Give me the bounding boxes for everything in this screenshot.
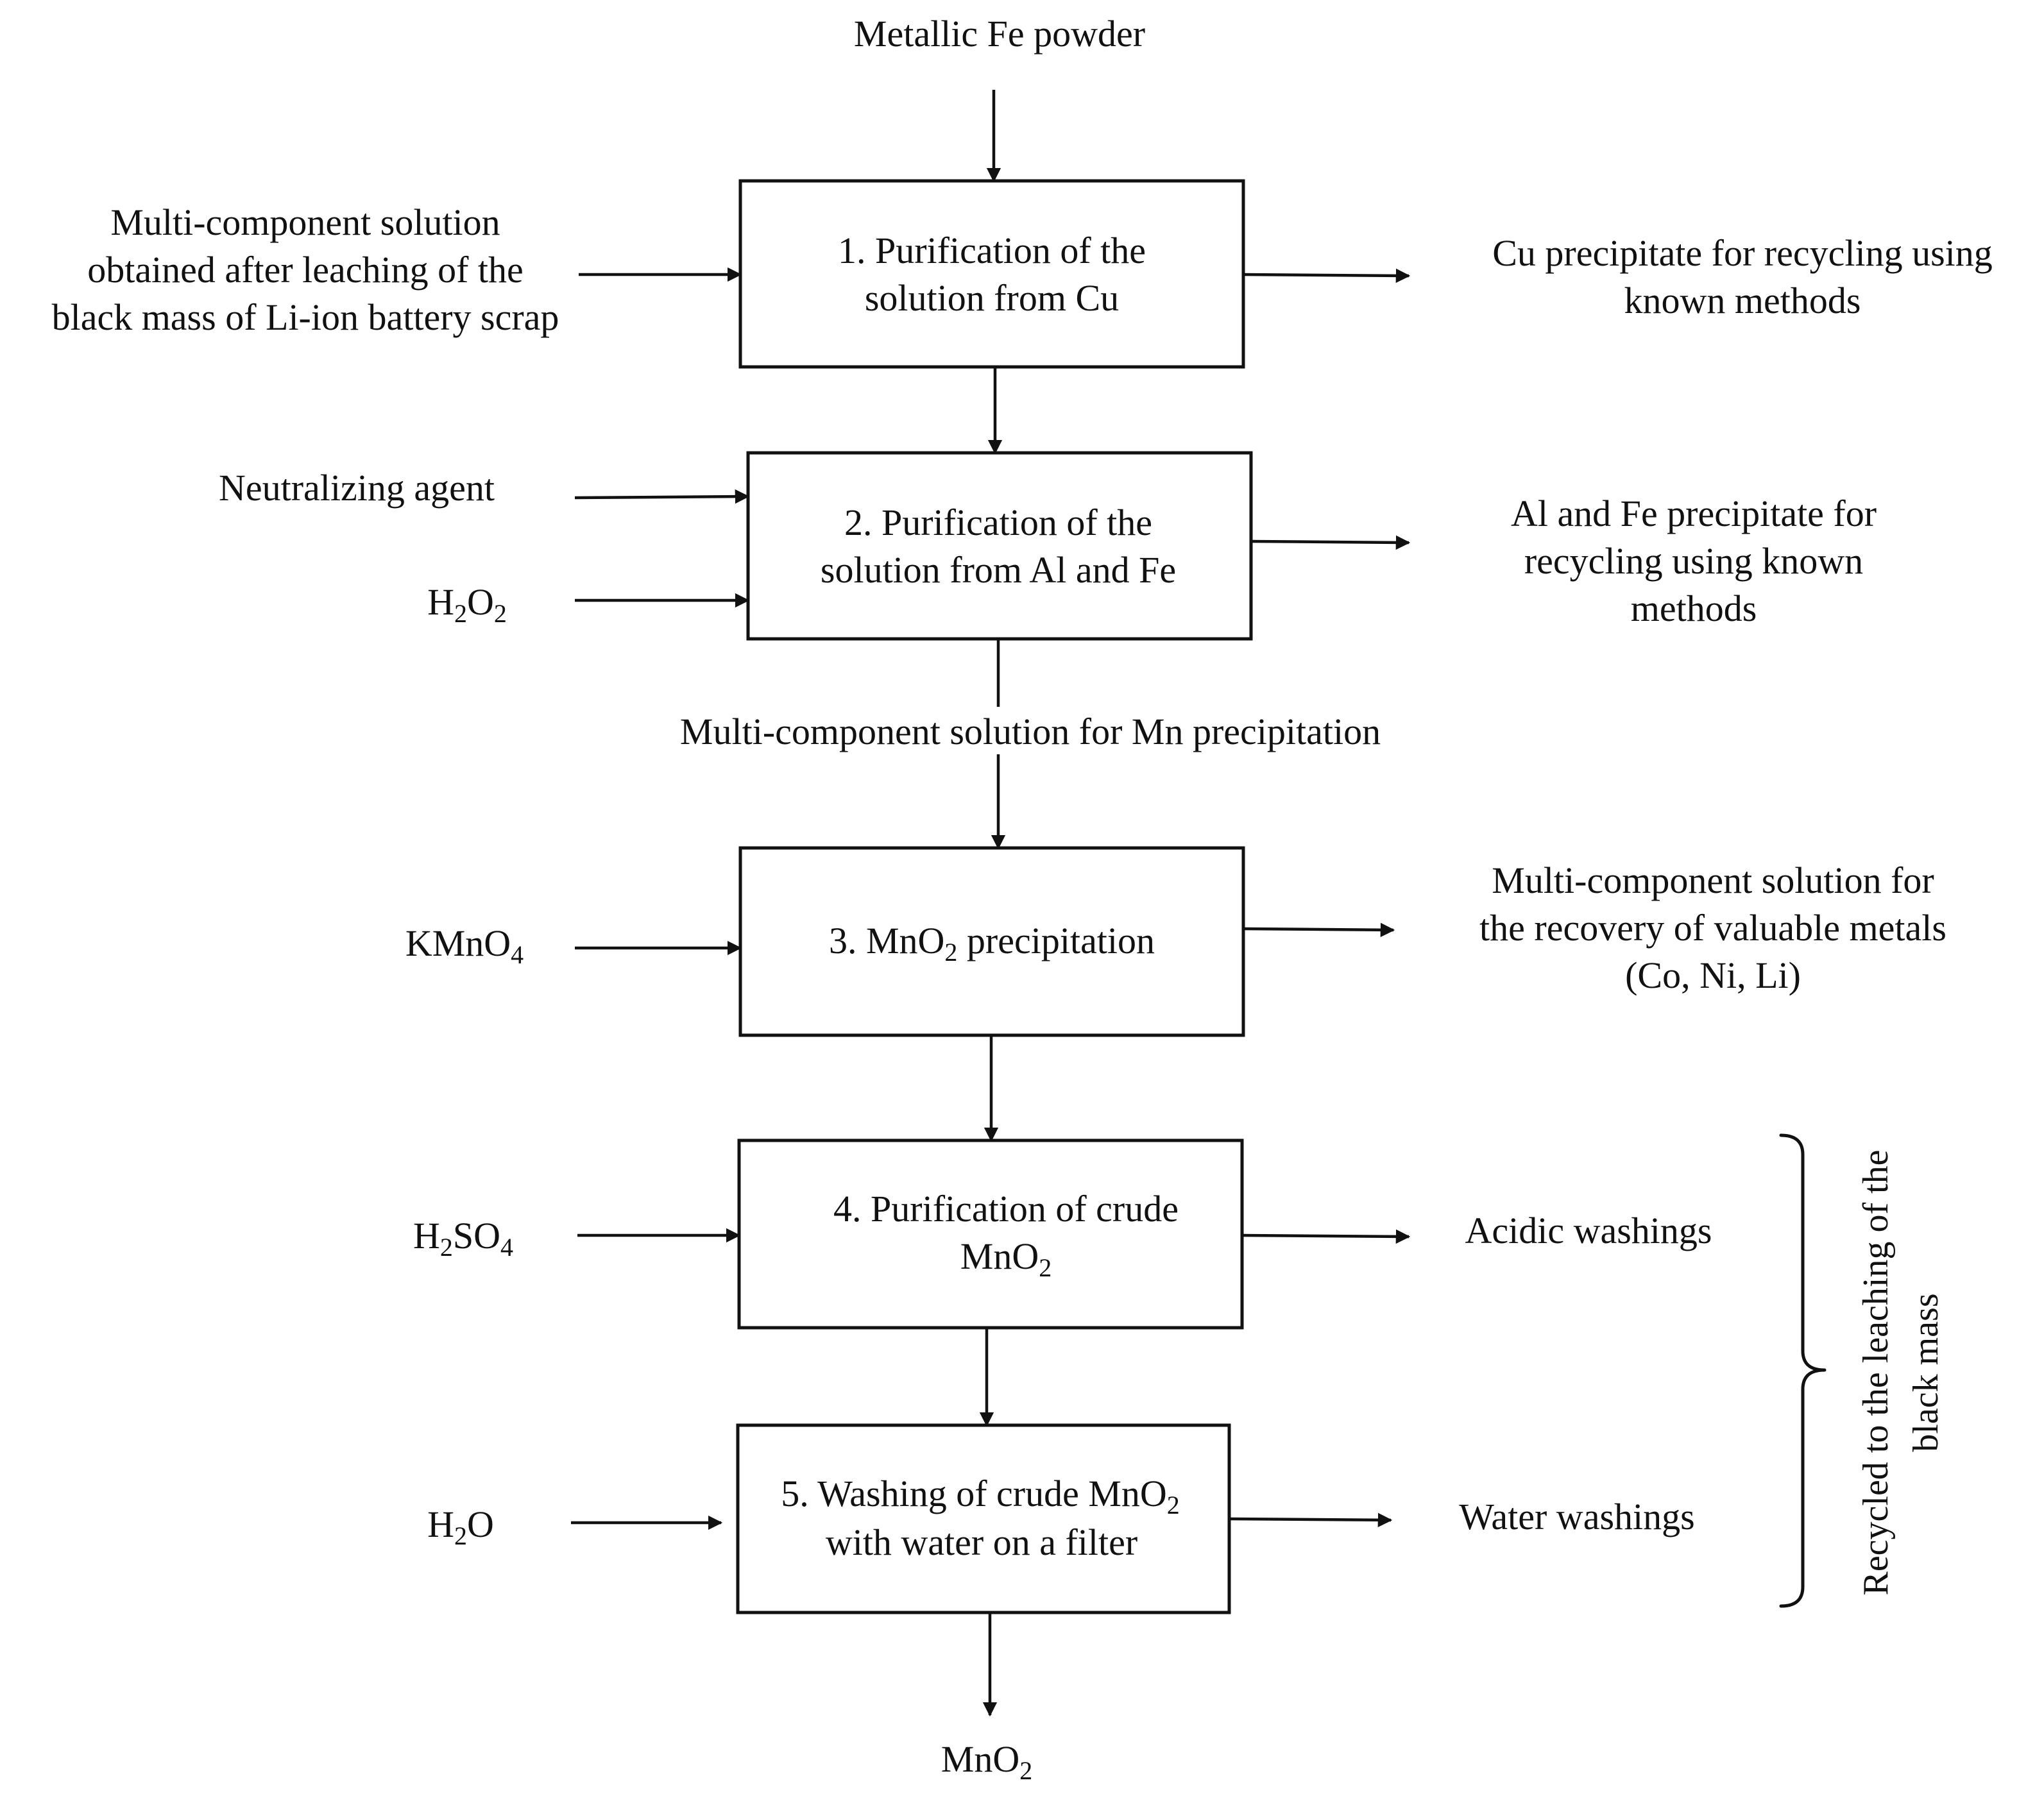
step-4-label-line2: MnO2: [960, 1235, 1052, 1282]
h2o2-label: H2O2: [427, 581, 507, 628]
arrow-neutralizing-to-step2: [574, 489, 750, 504]
step-1-label-line2: solution from Cu: [865, 277, 1119, 319]
h2so4-sub-2: 4: [500, 1233, 513, 1262]
fe-powder-label: Metallic Fe powder: [854, 13, 1145, 55]
step-4-box: [737, 1139, 1244, 1330]
step-2-box: [746, 451, 1253, 641]
feed-solution-label-line3: black mass of Li-ion battery scrap: [52, 296, 559, 338]
recycle-note: Recycled to the leaching of the black ma…: [1856, 1149, 1946, 1595]
step-3-label: 3. MnO2 precipitation: [829, 920, 1155, 967]
step-4-part: MnO: [960, 1235, 1039, 1277]
h2o-part-2: O: [467, 1503, 494, 1545]
h2o-part-1: H: [427, 1503, 454, 1545]
alfe-output-line2: recycling using known: [1524, 540, 1863, 582]
recycle-note-line2: black mass: [1906, 1293, 1946, 1452]
solution-output-line1: Multi-component solution for: [1492, 859, 1934, 901]
final-product-sub: 2: [1019, 1756, 1032, 1785]
step-5-part: 5. Washing of crude MnO: [781, 1473, 1167, 1514]
h2o2-sub-1: 2: [454, 599, 467, 628]
final-product-part: MnO: [941, 1738, 1019, 1780]
h2so4-part-1: H: [413, 1215, 440, 1257]
step-5-box: [736, 1423, 1231, 1614]
h2o2-part-1: H: [427, 581, 454, 623]
solution-output-line3: (Co, Ni, Li): [1625, 954, 1801, 996]
feed-solution-label-line2: obtained after leaching of the: [87, 249, 524, 291]
h2so4-sub-1: 2: [440, 1233, 453, 1262]
step-2-label-line2: solution from Al and Fe: [821, 549, 1176, 591]
step-3-box: [738, 846, 1245, 1037]
h2o-sub: 2: [454, 1521, 467, 1550]
feed-solution-label-line1: Multi-component solution: [110, 201, 500, 243]
arrow-step3-to-solution: [1243, 922, 1395, 938]
step-4-sub: 2: [1039, 1253, 1052, 1282]
alfe-output-line1: Al and Fe precipitate for: [1511, 493, 1877, 534]
acidic-washings-label: Acidic washings: [1465, 1210, 1712, 1251]
recycle-note-line1: Recycled to the leaching of the: [1856, 1149, 1896, 1595]
kmno4-part-1: KMnO: [405, 922, 511, 964]
intermediate-solution-label: Multi-component solution for Mn precipit…: [680, 711, 1381, 752]
step-5-sub: 2: [1167, 1491, 1180, 1519]
step-1-box: [738, 179, 1245, 369]
step-3-sub: 2: [944, 938, 957, 967]
solution-output-line2: the recovery of valuable metals: [1479, 907, 1946, 949]
step-5-label-line2: with water on a filter: [826, 1521, 1137, 1563]
h2so4-label: H2SO4: [413, 1215, 513, 1262]
cu-output-line2: known methods: [1624, 280, 1861, 321]
h2o2-sub-2: 2: [494, 599, 507, 628]
step-5-label-line1: 5. Washing of crude MnO2: [781, 1473, 1180, 1519]
step-3-part-2: precipitation: [957, 920, 1155, 961]
recycle-brace: [1779, 1133, 1827, 1608]
step-3-part-1: 3. MnO: [829, 920, 944, 961]
kmno4-label: KMnO4: [405, 922, 524, 969]
arrow-step2-to-alfe: [1250, 535, 1411, 550]
final-product-label: MnO2: [941, 1738, 1032, 1785]
arrow-step4-to-acidic: [1241, 1229, 1411, 1244]
alfe-output-line3: methods: [1631, 588, 1757, 629]
cu-output-line1: Cu precipitate for recycling using: [1492, 232, 1993, 274]
h2o2-part-2: O: [467, 581, 494, 623]
h2so4-part-2: SO: [453, 1215, 500, 1257]
arrow-step1-to-cu: [1243, 268, 1411, 284]
water-washings-label: Water washings: [1459, 1496, 1694, 1537]
kmno4-sub: 4: [511, 940, 524, 969]
arrow-step5-to-water: [1229, 1512, 1393, 1528]
step-1-label-line1: 1. Purification of the: [838, 230, 1146, 271]
step-2-label-line1: 2. Purification of the: [844, 502, 1152, 543]
h2o-label: H2O: [427, 1503, 494, 1550]
neutralizing-agent-label: Neutralizing agent: [219, 467, 495, 509]
step-4-label-line1: 4. Purification of crude: [833, 1188, 1179, 1230]
